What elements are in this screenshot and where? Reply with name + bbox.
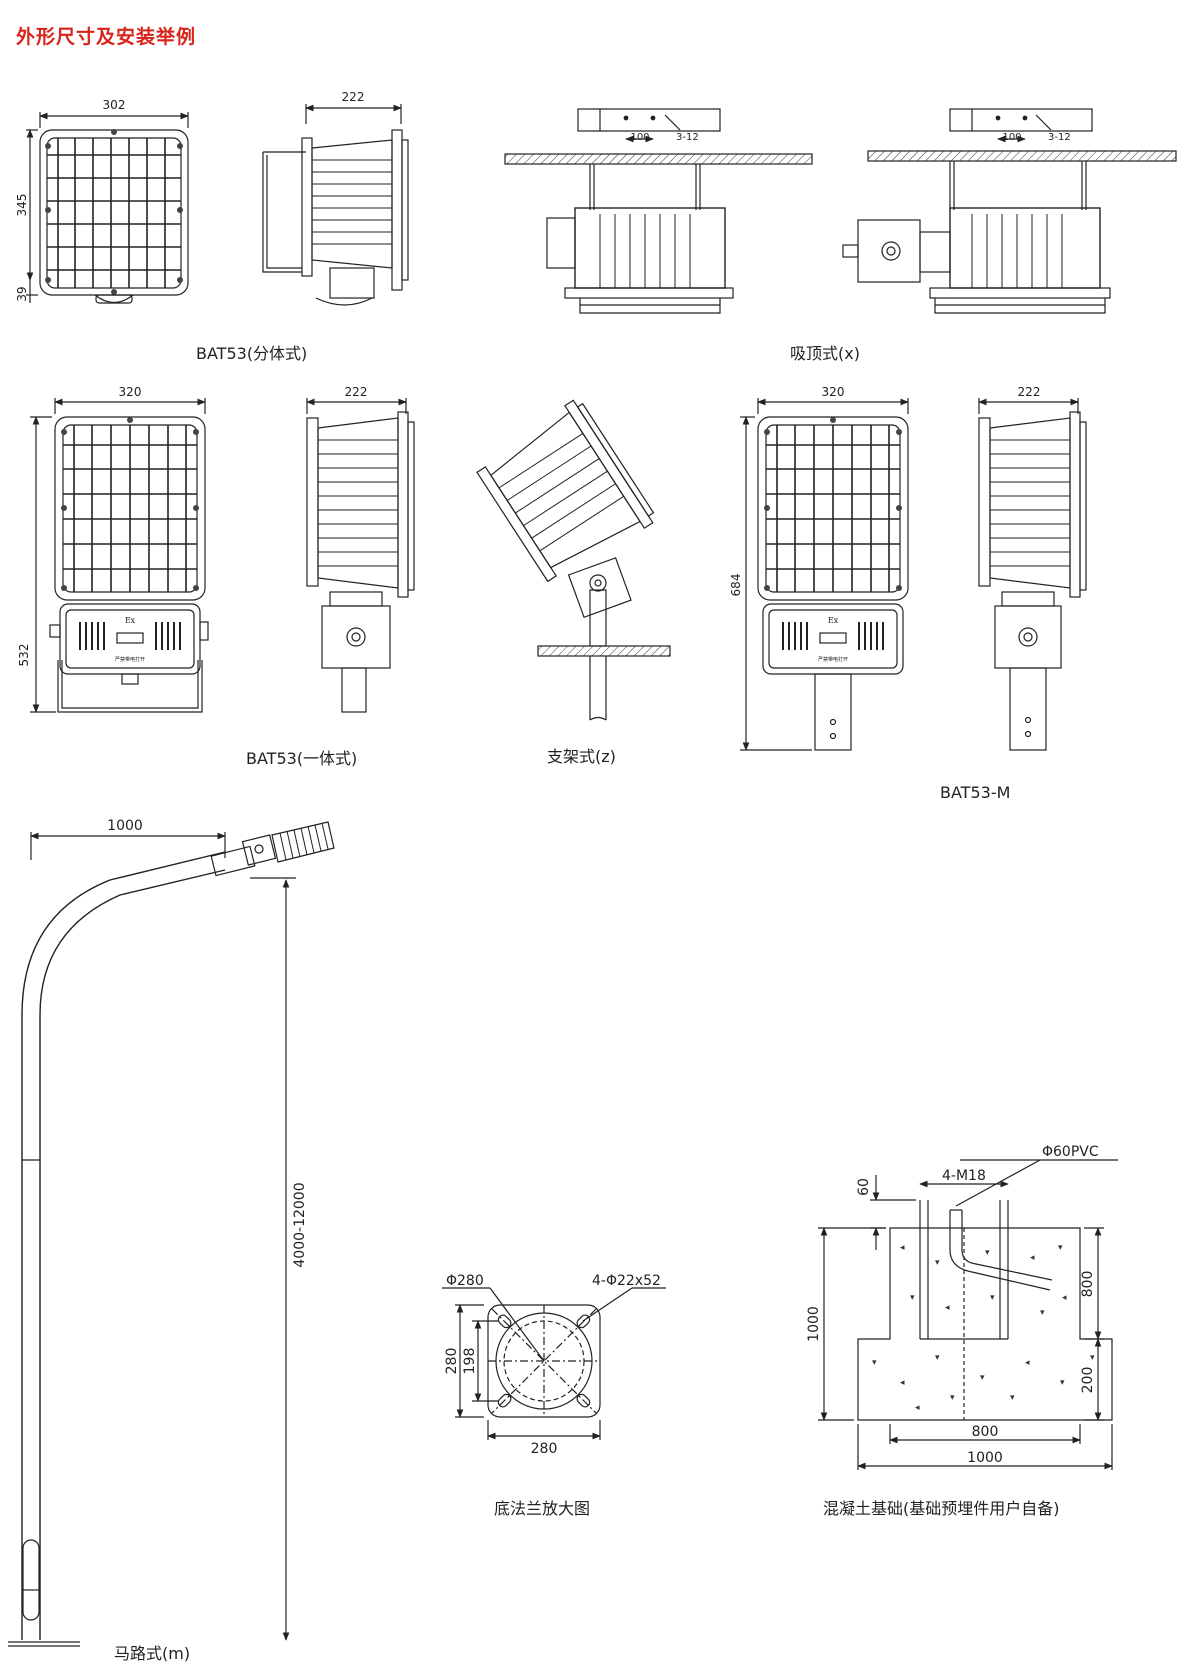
svg-text:▾: ▾: [910, 1293, 915, 1303]
bat53-split-side-view: [262, 129, 409, 306]
svg-text:◂: ◂: [1030, 1253, 1035, 1263]
svg-text:◂: ◂: [915, 1403, 920, 1413]
dim-3-12-a: 3-12: [676, 132, 699, 143]
dim-60: 60: [856, 1178, 872, 1196]
dim-phi60pvc: Φ60PVC: [1042, 1144, 1099, 1160]
svg-text:◂: ◂: [945, 1303, 950, 1313]
dim-198: 198: [462, 1348, 478, 1375]
caption-ceiling-mount: 吸顶式(x): [790, 344, 860, 363]
base-flange-drawing: [442, 1287, 666, 1418]
dim-222-b: 222: [345, 385, 368, 399]
bat53-integrated-side-view: [306, 411, 415, 713]
dim-320-a: 320: [119, 385, 142, 399]
dim-280-h: 280: [531, 1441, 558, 1457]
dim-280-v: 280: [444, 1348, 460, 1375]
bat53-split-front-view: [39, 129, 189, 304]
svg-text:▾: ▾: [935, 1258, 940, 1268]
svg-text:▾: ▾: [1060, 1378, 1065, 1388]
dim-1000-h: 1000: [967, 1450, 1003, 1466]
svg-text:◂: ◂: [1025, 1358, 1030, 1368]
dim-800-h: 800: [972, 1424, 999, 1440]
dim-222-a: 222: [342, 90, 365, 104]
bracket-mount-light: [476, 399, 671, 721]
dim-100-b: 100: [1002, 132, 1021, 143]
dim-302: 302: [103, 98, 126, 112]
svg-text:▾: ▾: [935, 1353, 940, 1363]
svg-text:◂: ◂: [1062, 1293, 1067, 1303]
caption-road-mount: 马路式(m): [114, 1644, 191, 1663]
dim-phi280: Φ280: [446, 1273, 484, 1289]
svg-text:▾: ▾: [980, 1373, 985, 1383]
svg-text:◂: ◂: [900, 1243, 905, 1253]
bat53-integrated-dimensions: [30, 398, 206, 713]
bat53-split-dimensions: [26, 112, 189, 303]
bat53-m-side-view: [978, 411, 1087, 751]
caption-bat53-m: BAT53-M: [940, 783, 1011, 802]
ceiling-mount-light-a: [504, 108, 813, 314]
caption-base-flange: 底法兰放大图: [494, 1499, 591, 1518]
concrete-foundation-drawing: ◂ ▾ ▾ ◂ ▾ ▾ ◂ ▾ ▾ ◂ ▾ ◂ ▾ ▾ ◂ ▾ ▾ ▾ ▾ ◂: [857, 1200, 1113, 1421]
caption-bat53-split: BAT53(分体式): [196, 344, 308, 363]
dimension-labels: 302 222 345 39 100 3-12 100 3-12 320 222…: [15, 90, 1099, 1466]
svg-text:▾: ▾: [1090, 1353, 1095, 1363]
svg-text:▾: ▾: [1040, 1308, 1045, 1318]
bat53-m-dimensions: [740, 398, 909, 751]
caption-concrete-foundation: 混凝土基础(基础预埋件用户自备): [823, 1499, 1060, 1518]
warning-label: 严禁带电打开: [115, 656, 145, 663]
bat53-integrated-front-texts: Ex 严禁带电打开: [115, 616, 145, 663]
svg-text:▾: ▾: [872, 1358, 877, 1368]
dim-39: 39: [15, 286, 29, 301]
bat53-split-side-dimensions: [305, 104, 402, 124]
caption-bracket-mount: 支架式(z): [547, 747, 616, 766]
caption-bat53-integrated: BAT53(一体式): [246, 749, 358, 768]
dim-100-a: 100: [630, 132, 649, 143]
warning-label: 严禁带电打开: [818, 656, 848, 663]
bat53-m-front-texts: Ex 严禁带电打开: [818, 616, 848, 663]
dim-532: 532: [17, 644, 31, 667]
concrete-foundation-dimensions: [818, 1159, 1118, 1470]
bat53-m-front-view: [757, 416, 909, 751]
dim-684: 684: [729, 574, 743, 597]
dim-3-12-b: 3-12: [1048, 132, 1071, 143]
dim-320-b: 320: [822, 385, 845, 399]
ex-mark: Ex: [125, 616, 136, 625]
dim-4-m18: 4-M18: [942, 1168, 986, 1184]
ceiling-mount-light-b: [842, 108, 1177, 314]
bat53-integrated-front-view: [49, 416, 209, 713]
road-pole-dimensions: [30, 832, 296, 1641]
dim-345: 345: [15, 194, 29, 217]
bat53-m-side-dimensions: [978, 398, 1079, 414]
road-pole: [8, 821, 335, 1647]
page-title: 外形尺寸及安装举例: [16, 26, 197, 48]
svg-text:▾: ▾: [985, 1248, 990, 1258]
dim-200-v: 200: [1080, 1367, 1096, 1394]
svg-text:◂: ◂: [900, 1378, 905, 1388]
bat53-integrated-side-dimensions: [306, 398, 407, 414]
dim-pole-height: 4000-12000: [292, 1182, 308, 1267]
dim-1000-v: 1000: [806, 1306, 822, 1342]
ex-mark: Ex: [828, 616, 839, 625]
dim-1000-arm: 1000: [107, 818, 143, 834]
dim-222-c: 222: [1018, 385, 1041, 399]
svg-text:▾: ▾: [1010, 1393, 1015, 1403]
svg-text:▾: ▾: [990, 1293, 995, 1303]
dim-800-v: 800: [1080, 1271, 1096, 1298]
dim-holes: 4-Φ22x52: [592, 1273, 661, 1289]
base-flange-dimensions: [455, 1304, 601, 1440]
svg-text:▾: ▾: [950, 1393, 955, 1403]
svg-text:▾: ▾: [1058, 1243, 1063, 1253]
